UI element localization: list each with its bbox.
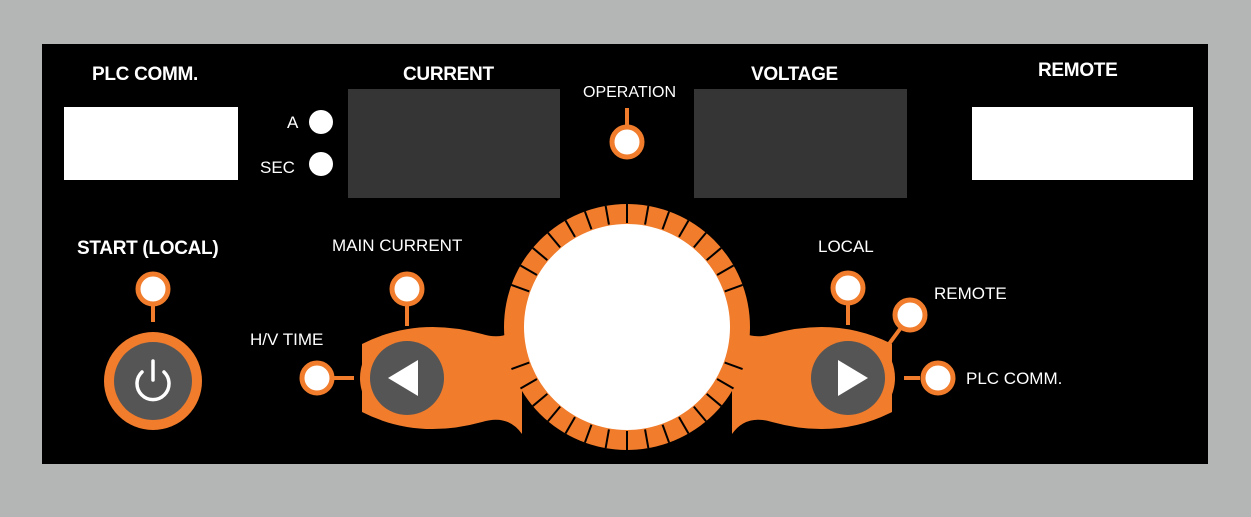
controls-graphic — [104, 108, 956, 450]
unit-sec-label: SEC — [260, 158, 295, 177]
main-current-label: MAIN CURRENT — [332, 236, 463, 255]
knob-tick — [519, 264, 538, 276]
start-local-led — [135, 271, 171, 307]
knob-tick — [511, 361, 530, 371]
main-current-led — [389, 271, 425, 307]
left-arrow-button[interactable] — [360, 331, 454, 425]
local-led — [830, 270, 866, 306]
current-header: CURRENT — [403, 64, 494, 85]
knob-tick — [661, 424, 671, 443]
knob-tick — [693, 232, 707, 248]
power-icon — [135, 359, 171, 402]
voltage-header: VOLTAGE — [751, 64, 838, 85]
operation-led — [609, 124, 645, 160]
knob-tick — [678, 219, 690, 238]
knob-tick — [706, 247, 722, 261]
knob-tick — [678, 416, 690, 435]
plc-comm-led — [920, 360, 956, 396]
knob-tick — [532, 393, 548, 407]
knob-tick — [583, 424, 593, 443]
triangle-left-icon — [388, 360, 418, 396]
hv-time-led — [299, 360, 335, 396]
start-local-label: START (LOCAL) — [77, 238, 219, 259]
current-display — [348, 89, 560, 198]
knob-tick — [547, 406, 561, 422]
start-button[interactable] — [104, 332, 202, 430]
knob-tick — [547, 232, 561, 248]
plc-comm-header: PLC COMM. — [92, 64, 199, 85]
knob[interactable] — [524, 224, 730, 430]
remote-display — [972, 107, 1193, 180]
knob-tick — [716, 264, 735, 276]
knob-tick — [604, 205, 610, 225]
remote-mode-label: REMOTE — [934, 284, 1007, 303]
unit-a-led — [309, 110, 333, 134]
knob-tick — [519, 378, 538, 390]
knob-tick — [661, 211, 671, 230]
knob-tick — [644, 205, 650, 225]
unit-a-label: A — [287, 113, 299, 132]
remote-led — [892, 297, 928, 333]
knob-tick — [644, 429, 650, 449]
knob-tick — [564, 219, 576, 238]
operation-label: OPERATION — [583, 84, 677, 101]
plc-comm-mode-label: PLC COMM. — [966, 369, 1063, 388]
knob-tick — [511, 283, 530, 293]
triangle-right-icon — [838, 360, 868, 396]
knob-tick — [724, 361, 743, 371]
knob-tick — [564, 416, 576, 435]
knob-ticks — [511, 204, 743, 450]
hv-time-label: H/V TIME — [250, 330, 324, 349]
remote-header: REMOTE — [1038, 60, 1118, 81]
knob-tick — [583, 211, 593, 230]
knob-tick — [693, 406, 707, 422]
right-arrow-button[interactable] — [801, 331, 895, 425]
local-label: LOCAL — [818, 237, 874, 256]
unit-sec-led — [309, 152, 333, 176]
knob-tick — [706, 393, 722, 407]
voltage-display — [694, 89, 907, 198]
knob-tick — [716, 378, 735, 390]
plc-comm-display — [64, 107, 238, 180]
knob-tick — [604, 429, 610, 449]
knob-tick — [724, 283, 743, 293]
control-panel: PLC COMM. CURRENT OPERATION VOLTAGE REMO… — [42, 44, 1208, 464]
knob-tick — [532, 247, 548, 261]
